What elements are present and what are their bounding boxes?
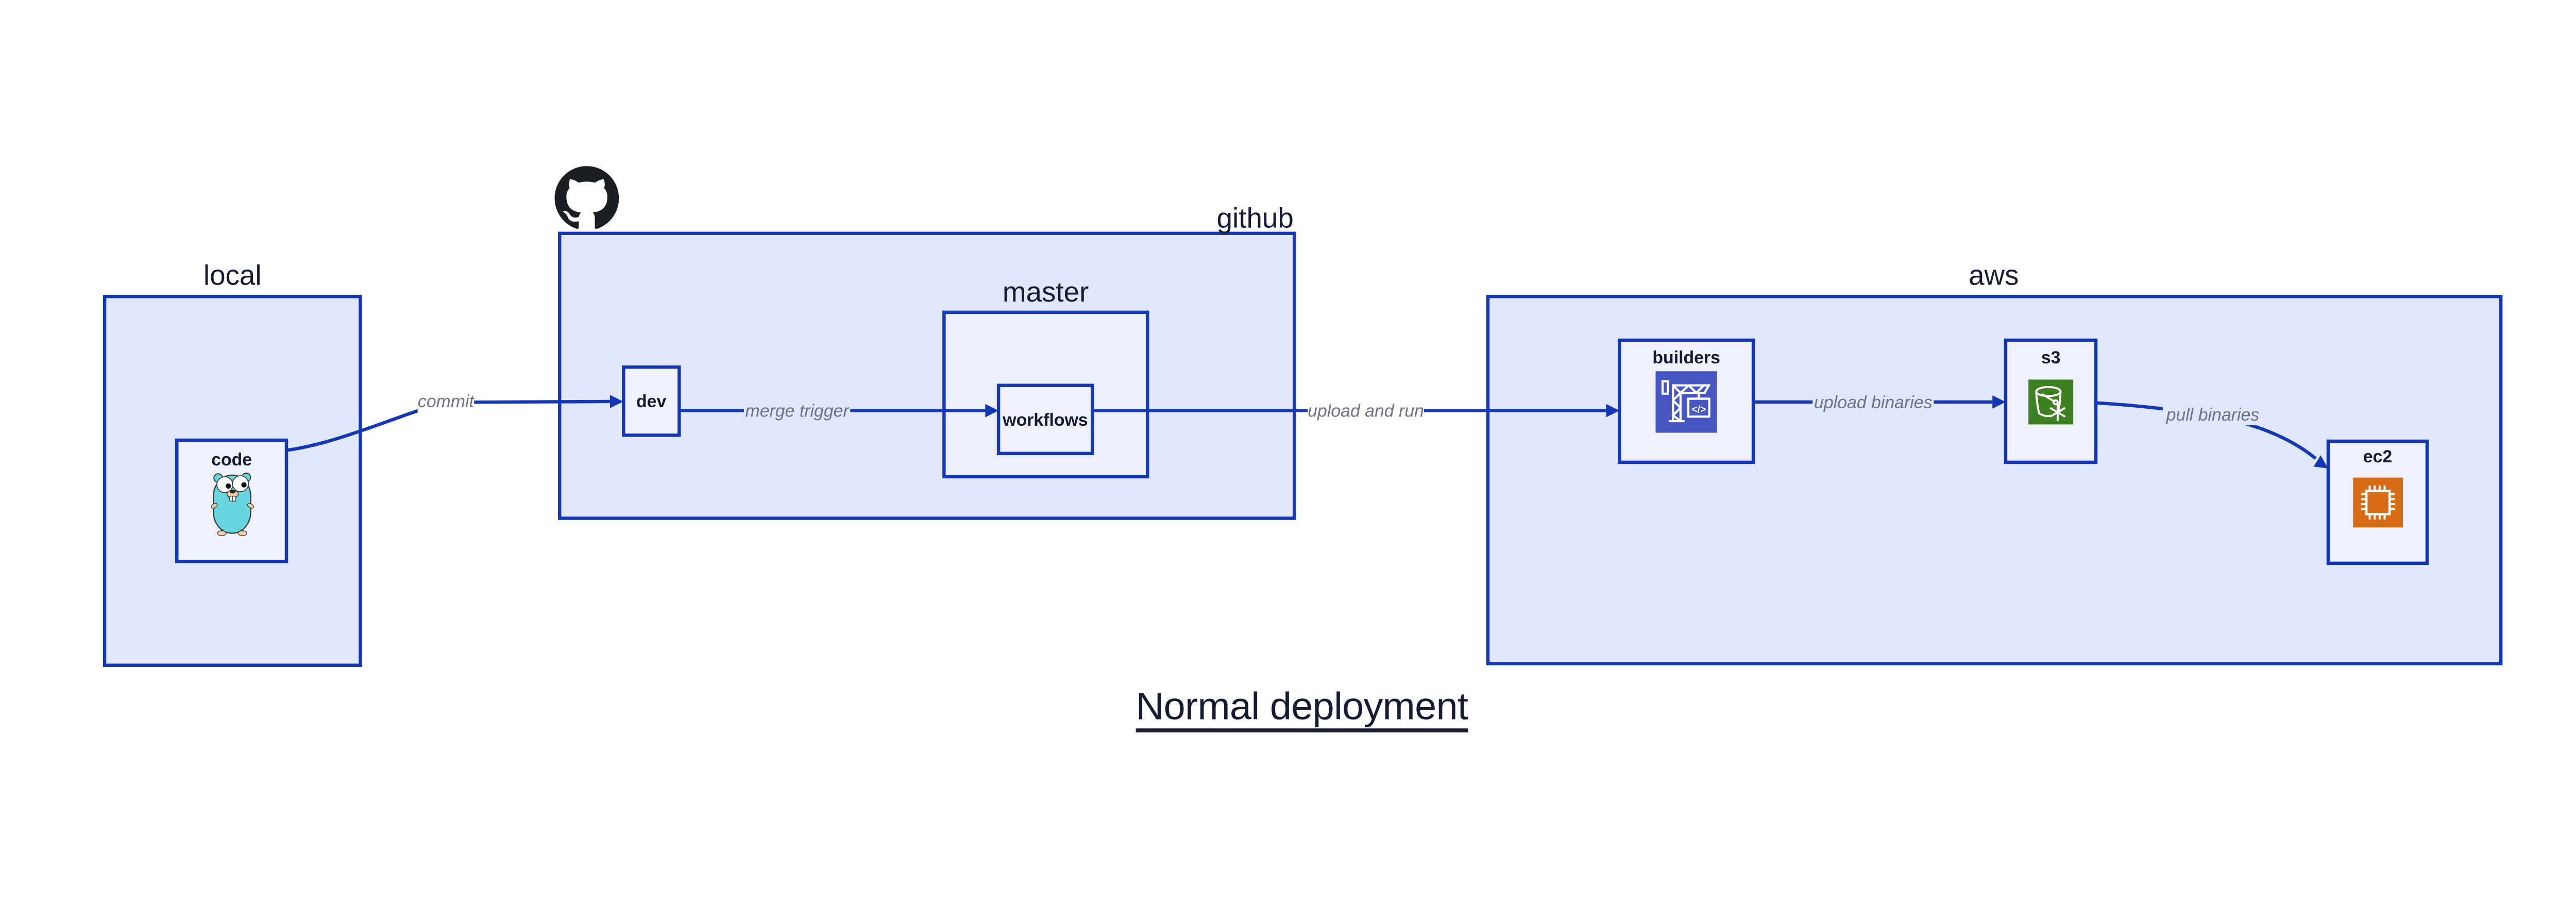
edge-upload-binaries-label: upload binaries (1814, 393, 1933, 412)
edge-merge-trigger-label: merge trigger (745, 402, 850, 421)
edge-commit-label: commit (418, 392, 475, 411)
edge-merge-trigger-arrowhead (985, 404, 999, 417)
edge-merge-trigger-label-bg (744, 399, 851, 422)
aws-codebuild-crane-icon: </> (1655, 371, 1717, 433)
dev-node-box (622, 365, 681, 437)
ec2-icon-bg (2353, 477, 2403, 528)
go-gopher-icon (211, 472, 254, 537)
diagram-title: Normal deployment (1136, 684, 1469, 727)
builders-label: builders (1652, 348, 1720, 368)
edge-upload-and-run-label-bg (1308, 399, 1424, 422)
code-label: code (211, 450, 252, 470)
github-octocat-icon (554, 166, 619, 229)
builders-icon-code-glyph: </> (1691, 405, 1706, 415)
aws-ec2-chip-icon (2353, 477, 2403, 528)
edge-upload-binaries-label-bg (1812, 391, 1934, 413)
aws-s3-bucket-icon (2028, 379, 2074, 425)
aws-label: aws (1969, 259, 2019, 291)
builders-node-box (1618, 338, 1755, 464)
edge-upload-and-run-arrowhead (1606, 404, 1620, 417)
github-container-box (558, 231, 1296, 520)
local-label: local (204, 259, 262, 291)
edge-pull-binaries-arrowhead (2313, 455, 2328, 469)
edge-pull-binaries-label: pull binaries (2166, 405, 2260, 425)
edge-commit-arrowhead (609, 395, 623, 408)
s3-label: s3 (2041, 348, 2061, 368)
ec2-label: ec2 (2363, 447, 2392, 466)
diagram-title-underline (1136, 728, 1468, 732)
edge-pull-binaries-label-bg (2163, 404, 2263, 426)
edge-commit-label-bg (417, 391, 474, 412)
edge-upload-binaries-arrowhead (1992, 395, 2006, 409)
github-label: github (1217, 202, 1294, 234)
master-label: master (1003, 276, 1089, 308)
dev-label: dev (636, 392, 666, 411)
edge-upload-and-run-label: upload and run (1308, 402, 1424, 421)
workflows-label: workflows (1002, 410, 1088, 430)
workflows-node-box (996, 383, 1094, 456)
